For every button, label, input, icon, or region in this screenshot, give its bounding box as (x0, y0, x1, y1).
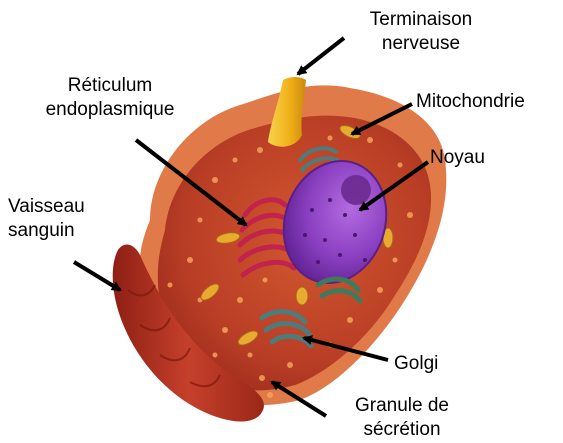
label-reticulum-line1: Réticulum (30, 74, 190, 98)
label-terminaison-nerveuse: Terminaison nerveuse (346, 8, 496, 56)
label-granule-de-secretion: Granule de sécrétion (332, 394, 472, 442)
label-mitochondrie: Mitochondrie (416, 90, 562, 114)
label-reticulum-line2: endoplasmique (30, 98, 190, 122)
label-noyau: Noyau (430, 146, 510, 170)
nucleolus (341, 175, 371, 205)
label-reticulum-endoplasmique: Réticulum endoplasmique (30, 74, 190, 122)
label-vaisseau-line1: Vaisseau (8, 195, 126, 219)
label-granule-line1: Granule de (332, 394, 472, 418)
label-golgi: Golgi (394, 352, 464, 376)
label-terminaison-line2: nerveuse (346, 32, 496, 56)
arrow-terminaison (298, 38, 344, 74)
label-granule-line2: sécrétion (332, 418, 472, 442)
label-vaisseau-line2: sanguin (8, 219, 126, 243)
label-terminaison-line1: Terminaison (346, 8, 496, 32)
label-vaisseau-sanguin: Vaisseau sanguin (8, 195, 126, 243)
